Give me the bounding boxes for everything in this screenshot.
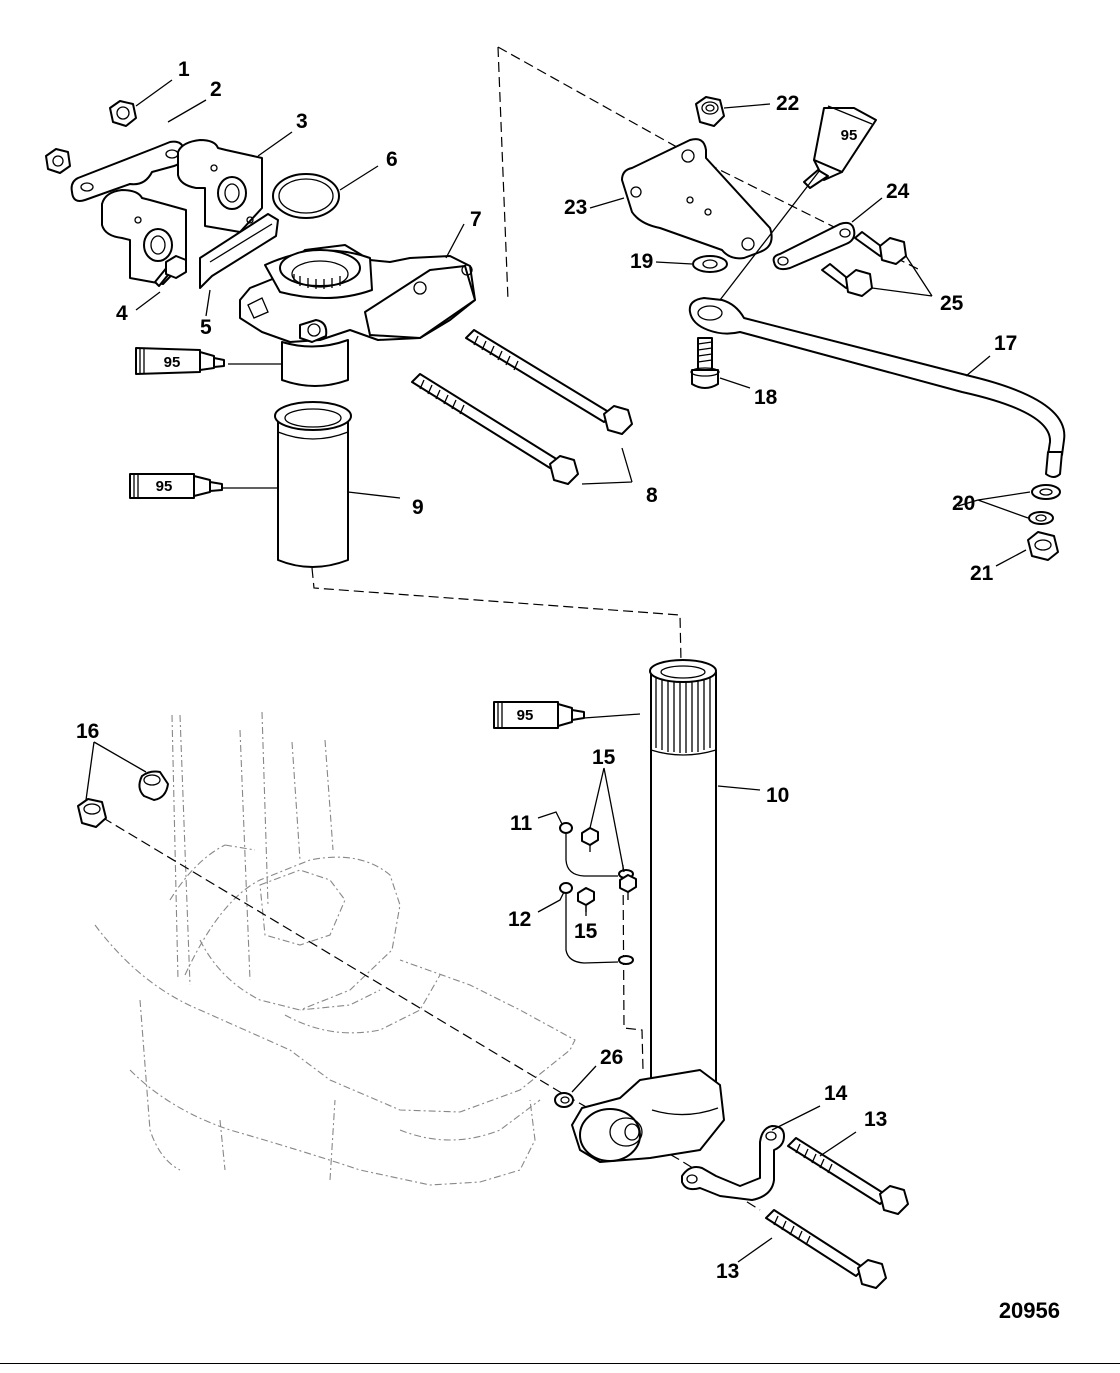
part-23-bracket [621, 138, 773, 260]
part-16-caps [77, 770, 169, 828]
part-7-lower-sleeve [281, 339, 349, 387]
callout-1: 1 [178, 58, 190, 81]
part-24-plate [772, 221, 856, 271]
callout-26: 26 [600, 1046, 623, 1069]
part-12-ground-strap [559, 882, 634, 965]
callout-2: 2 [210, 78, 222, 101]
part-20-washers [1028, 484, 1061, 525]
callout-20: 20 [952, 492, 975, 515]
part-18-bolt [690, 337, 720, 389]
callout-24: 24 [886, 180, 910, 203]
leader-lines [85, 79, 1031, 1263]
callout-12: 12 [508, 908, 531, 931]
part-1-nut [109, 100, 137, 127]
part-10-steering-tube [571, 659, 725, 1163]
callout-15: 15 [592, 746, 616, 769]
callout-19: 19 [630, 250, 653, 273]
sealant-tube-icon: 95 [493, 701, 585, 729]
callout-13: 13 [716, 1260, 739, 1283]
callout-9: 9 [412, 496, 424, 519]
callout-5: 5 [200, 316, 212, 339]
part-9-bushing [274, 401, 352, 568]
part-14-clamp [681, 1125, 785, 1201]
callout-4: 4 [116, 302, 128, 325]
callout-16: 16 [76, 720, 99, 743]
callout-numbers: 1 2 3 4 5 6 7 8 9 10 11 12 13 13 14 15 1… [76, 58, 1017, 1283]
part-7-swivel-bracket [239, 244, 476, 343]
callout-25: 25 [940, 292, 964, 315]
callout-14: 14 [824, 1082, 848, 1105]
callout-22: 22 [776, 92, 799, 115]
callout-8: 8 [646, 484, 658, 507]
ghost-driveshaft-housing [94, 711, 576, 1186]
diagram-id: 20956 [999, 1298, 1060, 1323]
part-26-washer [554, 1092, 574, 1108]
callout-13: 13 [864, 1108, 887, 1131]
callout-6: 6 [386, 148, 398, 171]
callout-7: 7 [470, 208, 482, 231]
part-6-ring [272, 173, 340, 219]
part-13-bolts [765, 1137, 909, 1289]
sealant-tube-icon: 95 [135, 347, 225, 375]
part-4-bolt [154, 255, 187, 287]
part-19-washer [692, 255, 728, 273]
callout-10: 10 [766, 784, 789, 807]
part-3-mounts [101, 139, 263, 285]
part-8-bolts [411, 329, 633, 485]
sealant-tube-icon: 95 [803, 105, 877, 189]
part-5-shim [199, 213, 279, 289]
part-17-steering-link [688, 297, 1066, 478]
callout-17: 17 [994, 332, 1017, 355]
callout-11: 11 [510, 812, 533, 835]
sealant-label: 95 [517, 707, 534, 724]
callout-18: 18 [754, 386, 778, 409]
sealant-label: 95 [164, 354, 181, 371]
frame-border [0, 1363, 1120, 1364]
sealant-tube-icon: 95 [129, 473, 223, 499]
part-21-nut [1027, 531, 1059, 561]
callout-23: 23 [564, 196, 587, 219]
callout-15: 15 [574, 920, 598, 943]
part-22-nut [695, 96, 725, 127]
part-15-screws [577, 827, 637, 912]
callout-21: 21 [970, 562, 994, 585]
sealant-label: 95 [841, 127, 858, 144]
callout-3: 3 [296, 110, 308, 133]
sealant-label: 95 [156, 478, 173, 495]
